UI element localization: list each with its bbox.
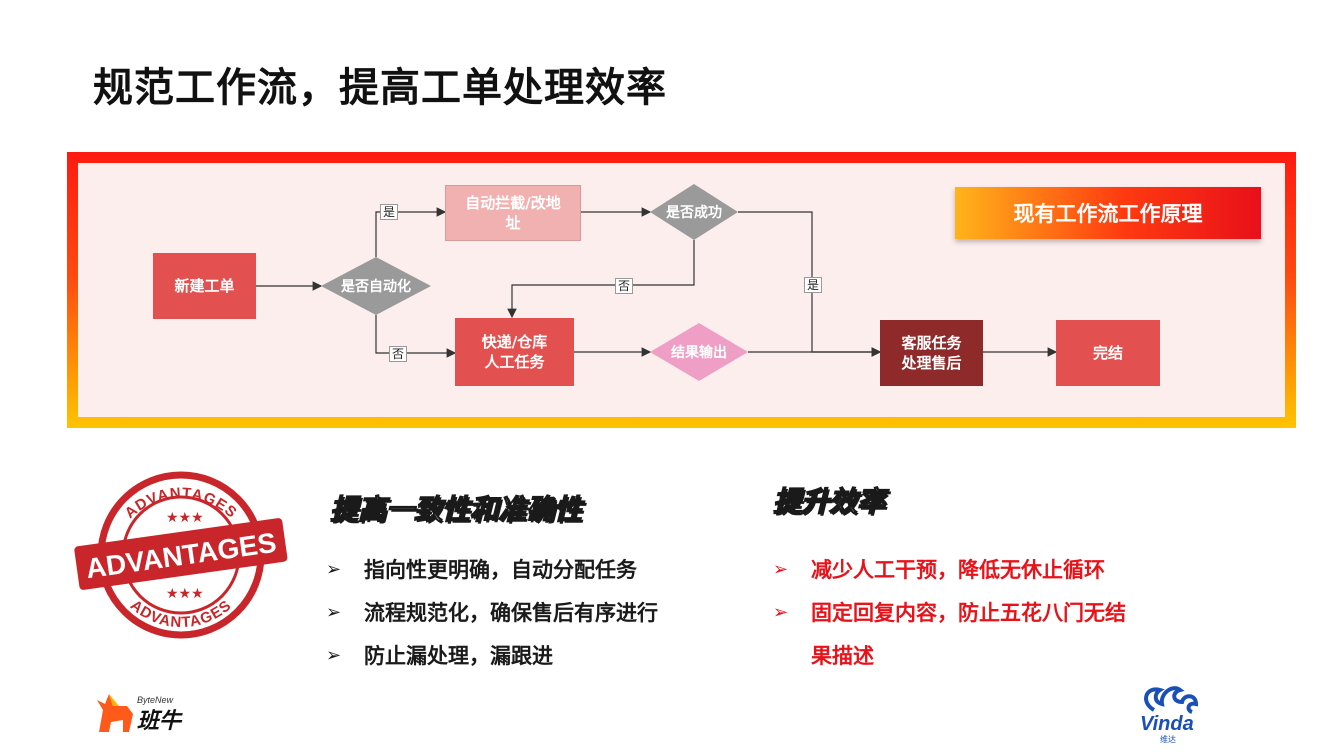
- svg-text:Vinda: Vinda: [1140, 713, 1194, 735]
- advantages-stamp: ADVANTAGES ADVANTAGES ★★★ ★★★ ADVANTAGES: [74, 471, 288, 639]
- svg-text:班牛: 班牛: [137, 709, 183, 734]
- stamp-stars-top: ★★★: [166, 510, 204, 526]
- node-cs-task: 客服任务处理售后: [880, 320, 983, 386]
- bullet-arrow-icon: ➢: [773, 602, 789, 623]
- section-right-heading: 提升效率: [772, 484, 886, 518]
- node-is-auto-label: 是否自动化: [341, 279, 411, 295]
- edge-label-no-bottom: 否: [389, 346, 408, 362]
- bullet-arrow-icon: ➢: [326, 645, 342, 666]
- list-item: ➢固定回复内容，防止五花八门无结: [773, 601, 1126, 625]
- wave-icon: Vinda 维达: [1140, 686, 1199, 744]
- list-item: ➢减少人工干预，降低无休止循环: [773, 558, 1105, 582]
- edge-label-no-middle: 否: [615, 278, 634, 294]
- edge-label-yes-right: 是: [804, 277, 823, 293]
- bull-icon: ByteNew 班牛: [97, 694, 183, 734]
- section-right-list: ➢减少人工干预，降低无休止循环 ➢固定回复内容，防止五花八门无结 果描述: [771, 557, 1126, 686]
- list-item: ➢指向性更明确，自动分配任务: [326, 558, 637, 582]
- edge-label-yes-top: 是: [380, 204, 399, 220]
- node-new-ticket: 新建工单: [153, 253, 256, 319]
- list-item: ➢流程规范化，确保售后有序进行: [326, 601, 658, 625]
- node-result-output: 结果输出: [650, 323, 748, 381]
- node-is-auto: 是否自动化: [321, 257, 431, 315]
- svg-text:ByteNew: ByteNew: [137, 695, 174, 705]
- svg-text:维达: 维达: [1160, 734, 1176, 744]
- node-result-output-label: 结果输出: [671, 345, 727, 361]
- node-auto-intercept: 自动拦截/改地址: [445, 185, 581, 241]
- section-left-list: ➢指向性更明确，自动分配任务 ➢流程规范化，确保售后有序进行 ➢防止漏处理，漏跟…: [324, 557, 658, 686]
- bullet-arrow-icon: ➢: [326, 559, 342, 580]
- page-title: 规范工作流，提高工单处理效率: [93, 65, 667, 111]
- section-left-heading: 提高一致性和准确性: [329, 492, 583, 526]
- bullet-arrow-icon: ➢: [326, 602, 342, 623]
- bytenew-logo: ByteNew 班牛: [93, 688, 223, 742]
- bullet-arrow-icon: ➢: [773, 559, 789, 580]
- node-done: 完结: [1056, 320, 1160, 386]
- stamp-stars-bottom: ★★★: [166, 586, 204, 602]
- node-is-success-label: 是否成功: [666, 205, 722, 221]
- workflow-badge: 现有工作流工作原理: [955, 187, 1261, 239]
- node-is-success: 是否成功: [650, 184, 738, 240]
- list-item: 果描述: [811, 644, 874, 668]
- vinda-logo: Vinda 维达: [1130, 680, 1210, 748]
- list-item: ➢防止漏处理，漏跟进: [326, 644, 553, 668]
- node-express-task: 快递/仓库人工任务: [455, 318, 574, 386]
